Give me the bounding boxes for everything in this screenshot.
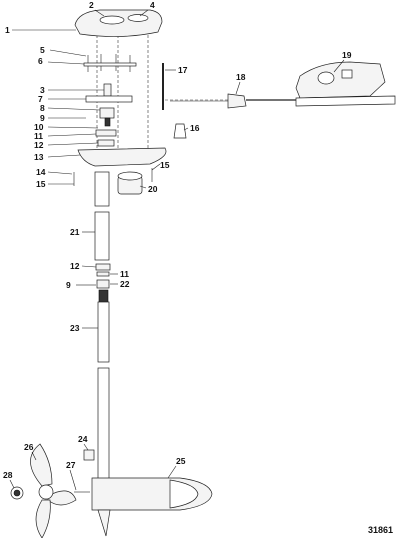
ring-11 xyxy=(96,271,110,277)
callout-17: 17 xyxy=(178,65,188,75)
callout-2: 2 xyxy=(89,0,94,10)
callout-20: 20 xyxy=(148,184,158,194)
callout-5: 5 xyxy=(40,45,45,55)
callout-12: 12 xyxy=(34,140,44,150)
switch-assembly xyxy=(85,83,133,147)
shaft-23-upper xyxy=(97,301,110,363)
callout-4: 4 xyxy=(150,0,155,10)
tube-21 xyxy=(94,211,110,261)
ring-12 xyxy=(95,263,111,271)
callout-13: 13 xyxy=(34,152,44,162)
collar-22 xyxy=(96,279,110,289)
callout-25: 25 xyxy=(176,456,186,466)
callout-28: 28 xyxy=(3,470,13,480)
callout-12-lower: 12 xyxy=(70,261,80,271)
callout-9-lower: 9 xyxy=(66,280,71,290)
collar-20 xyxy=(117,171,143,195)
callout-23: 23 xyxy=(70,323,80,333)
callout-22: 22 xyxy=(120,279,130,289)
callout-26: 26 xyxy=(24,442,34,452)
callout-8: 8 xyxy=(40,103,45,113)
callout-9: 9 xyxy=(40,113,45,123)
propeller-26 xyxy=(30,443,77,538)
top-cover xyxy=(74,9,163,37)
callout-7: 7 xyxy=(38,94,43,104)
nut-24 xyxy=(83,449,95,461)
callout-16: 16 xyxy=(190,123,200,133)
callout-labels: 1 2 3 4 5 6 7 8 9 10 11 12 13 14 15 16 1… xyxy=(3,0,352,480)
callout-6: 6 xyxy=(38,56,43,66)
shaft-23-lower xyxy=(97,367,110,481)
lower-unit-25 xyxy=(91,477,213,537)
callout-15: 15 xyxy=(160,160,170,170)
plug-16 xyxy=(173,123,187,139)
callout-15-left: 15 xyxy=(36,179,46,189)
lower-housing xyxy=(77,147,167,167)
prop-nut-28 xyxy=(10,486,24,500)
leader-lines xyxy=(9,9,345,491)
callout-11-lower: 11 xyxy=(120,269,129,279)
callout-27: 27 xyxy=(66,460,76,470)
callout-3: 3 xyxy=(40,85,45,95)
cable-and-foot-pedal xyxy=(170,61,396,109)
callout-14: 14 xyxy=(36,167,46,177)
shaft-spline xyxy=(98,289,109,303)
callout-10: 10 xyxy=(34,122,44,132)
upper-shaft xyxy=(94,171,110,207)
figure-number: 31861 xyxy=(368,525,393,535)
callout-18: 18 xyxy=(236,72,246,82)
callout-19: 19 xyxy=(342,50,352,60)
callout-24: 24 xyxy=(78,434,88,444)
callout-21: 21 xyxy=(70,227,80,237)
callout-1: 1 xyxy=(5,25,10,35)
gasket-6 xyxy=(83,62,137,67)
callout-11: 11 xyxy=(34,131,43,141)
